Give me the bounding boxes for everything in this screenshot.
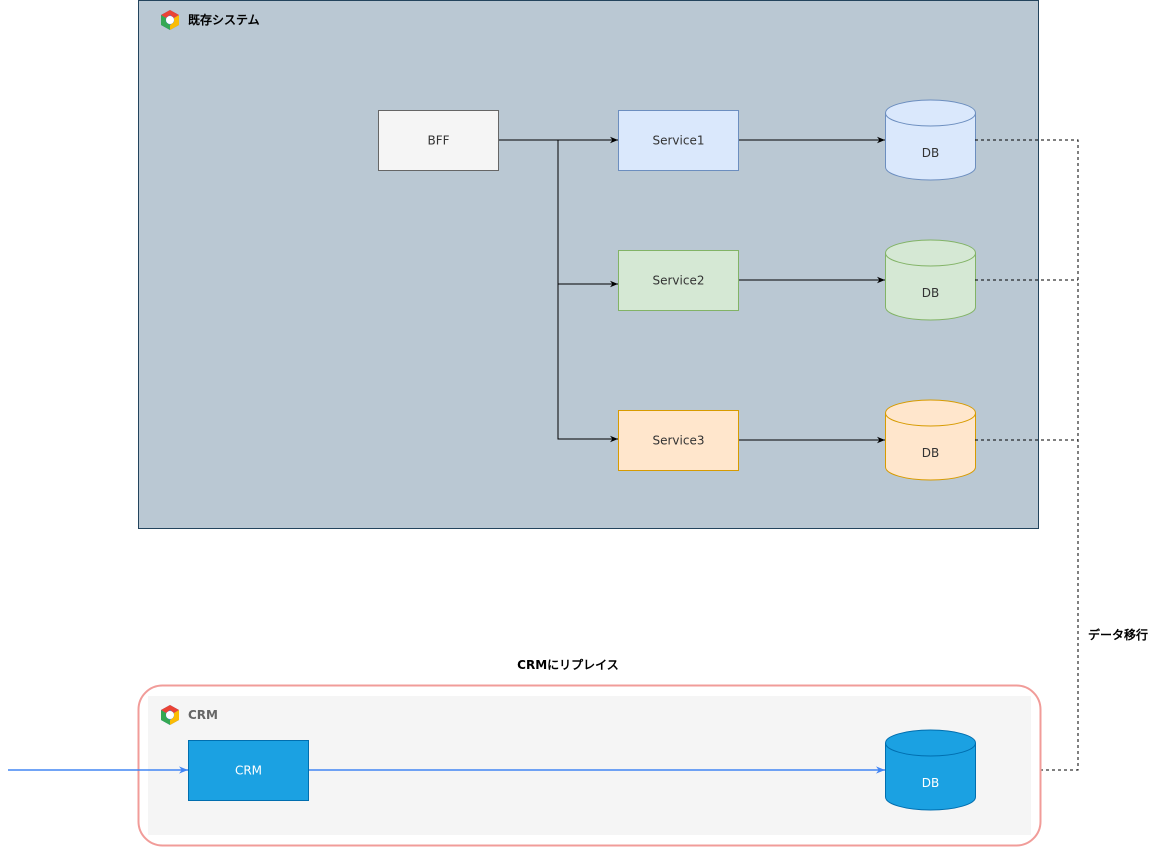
google-cloud-icon [161, 705, 179, 725]
svg-text:CRM: CRM [235, 764, 262, 778]
db2-cylinder[interactable]: DB [885, 239, 976, 321]
migration-edges [975, 139, 1079, 774]
svg-text:DB: DB [922, 776, 939, 790]
svg-text:DB: DB [922, 446, 939, 460]
svg-text:BFF: BFF [427, 134, 449, 148]
db1-cylinder[interactable]: DB [885, 99, 976, 181]
svg-text:DB: DB [922, 286, 939, 300]
bff-node[interactable]: BFF [378, 110, 499, 171]
crm-service-node[interactable]: CRM [188, 740, 309, 801]
svg-text:Service3: Service3 [653, 434, 705, 448]
crm-replace-caption: CRMにリプレイス [517, 657, 619, 672]
edge-bff-service3 [557, 284, 618, 443]
db3-cylinder[interactable]: DB [885, 399, 976, 481]
crm-group-title: CRM [188, 708, 218, 722]
migration-label: データ移行 [1088, 627, 1148, 642]
existing-system-title: 既存システム [188, 12, 260, 27]
service3-node[interactable]: Service3 [618, 410, 739, 471]
svg-text:Service2: Service2 [653, 274, 705, 288]
google-cloud-icon [161, 10, 179, 30]
service1-node[interactable]: Service1 [618, 110, 739, 171]
svg-text:Service1: Service1 [653, 134, 705, 148]
existing-edges [498, 136, 885, 444]
svg-text:DB: DB [922, 146, 939, 160]
service2-node[interactable]: Service2 [618, 250, 739, 311]
crm-db-cylinder[interactable]: DB [885, 729, 976, 811]
